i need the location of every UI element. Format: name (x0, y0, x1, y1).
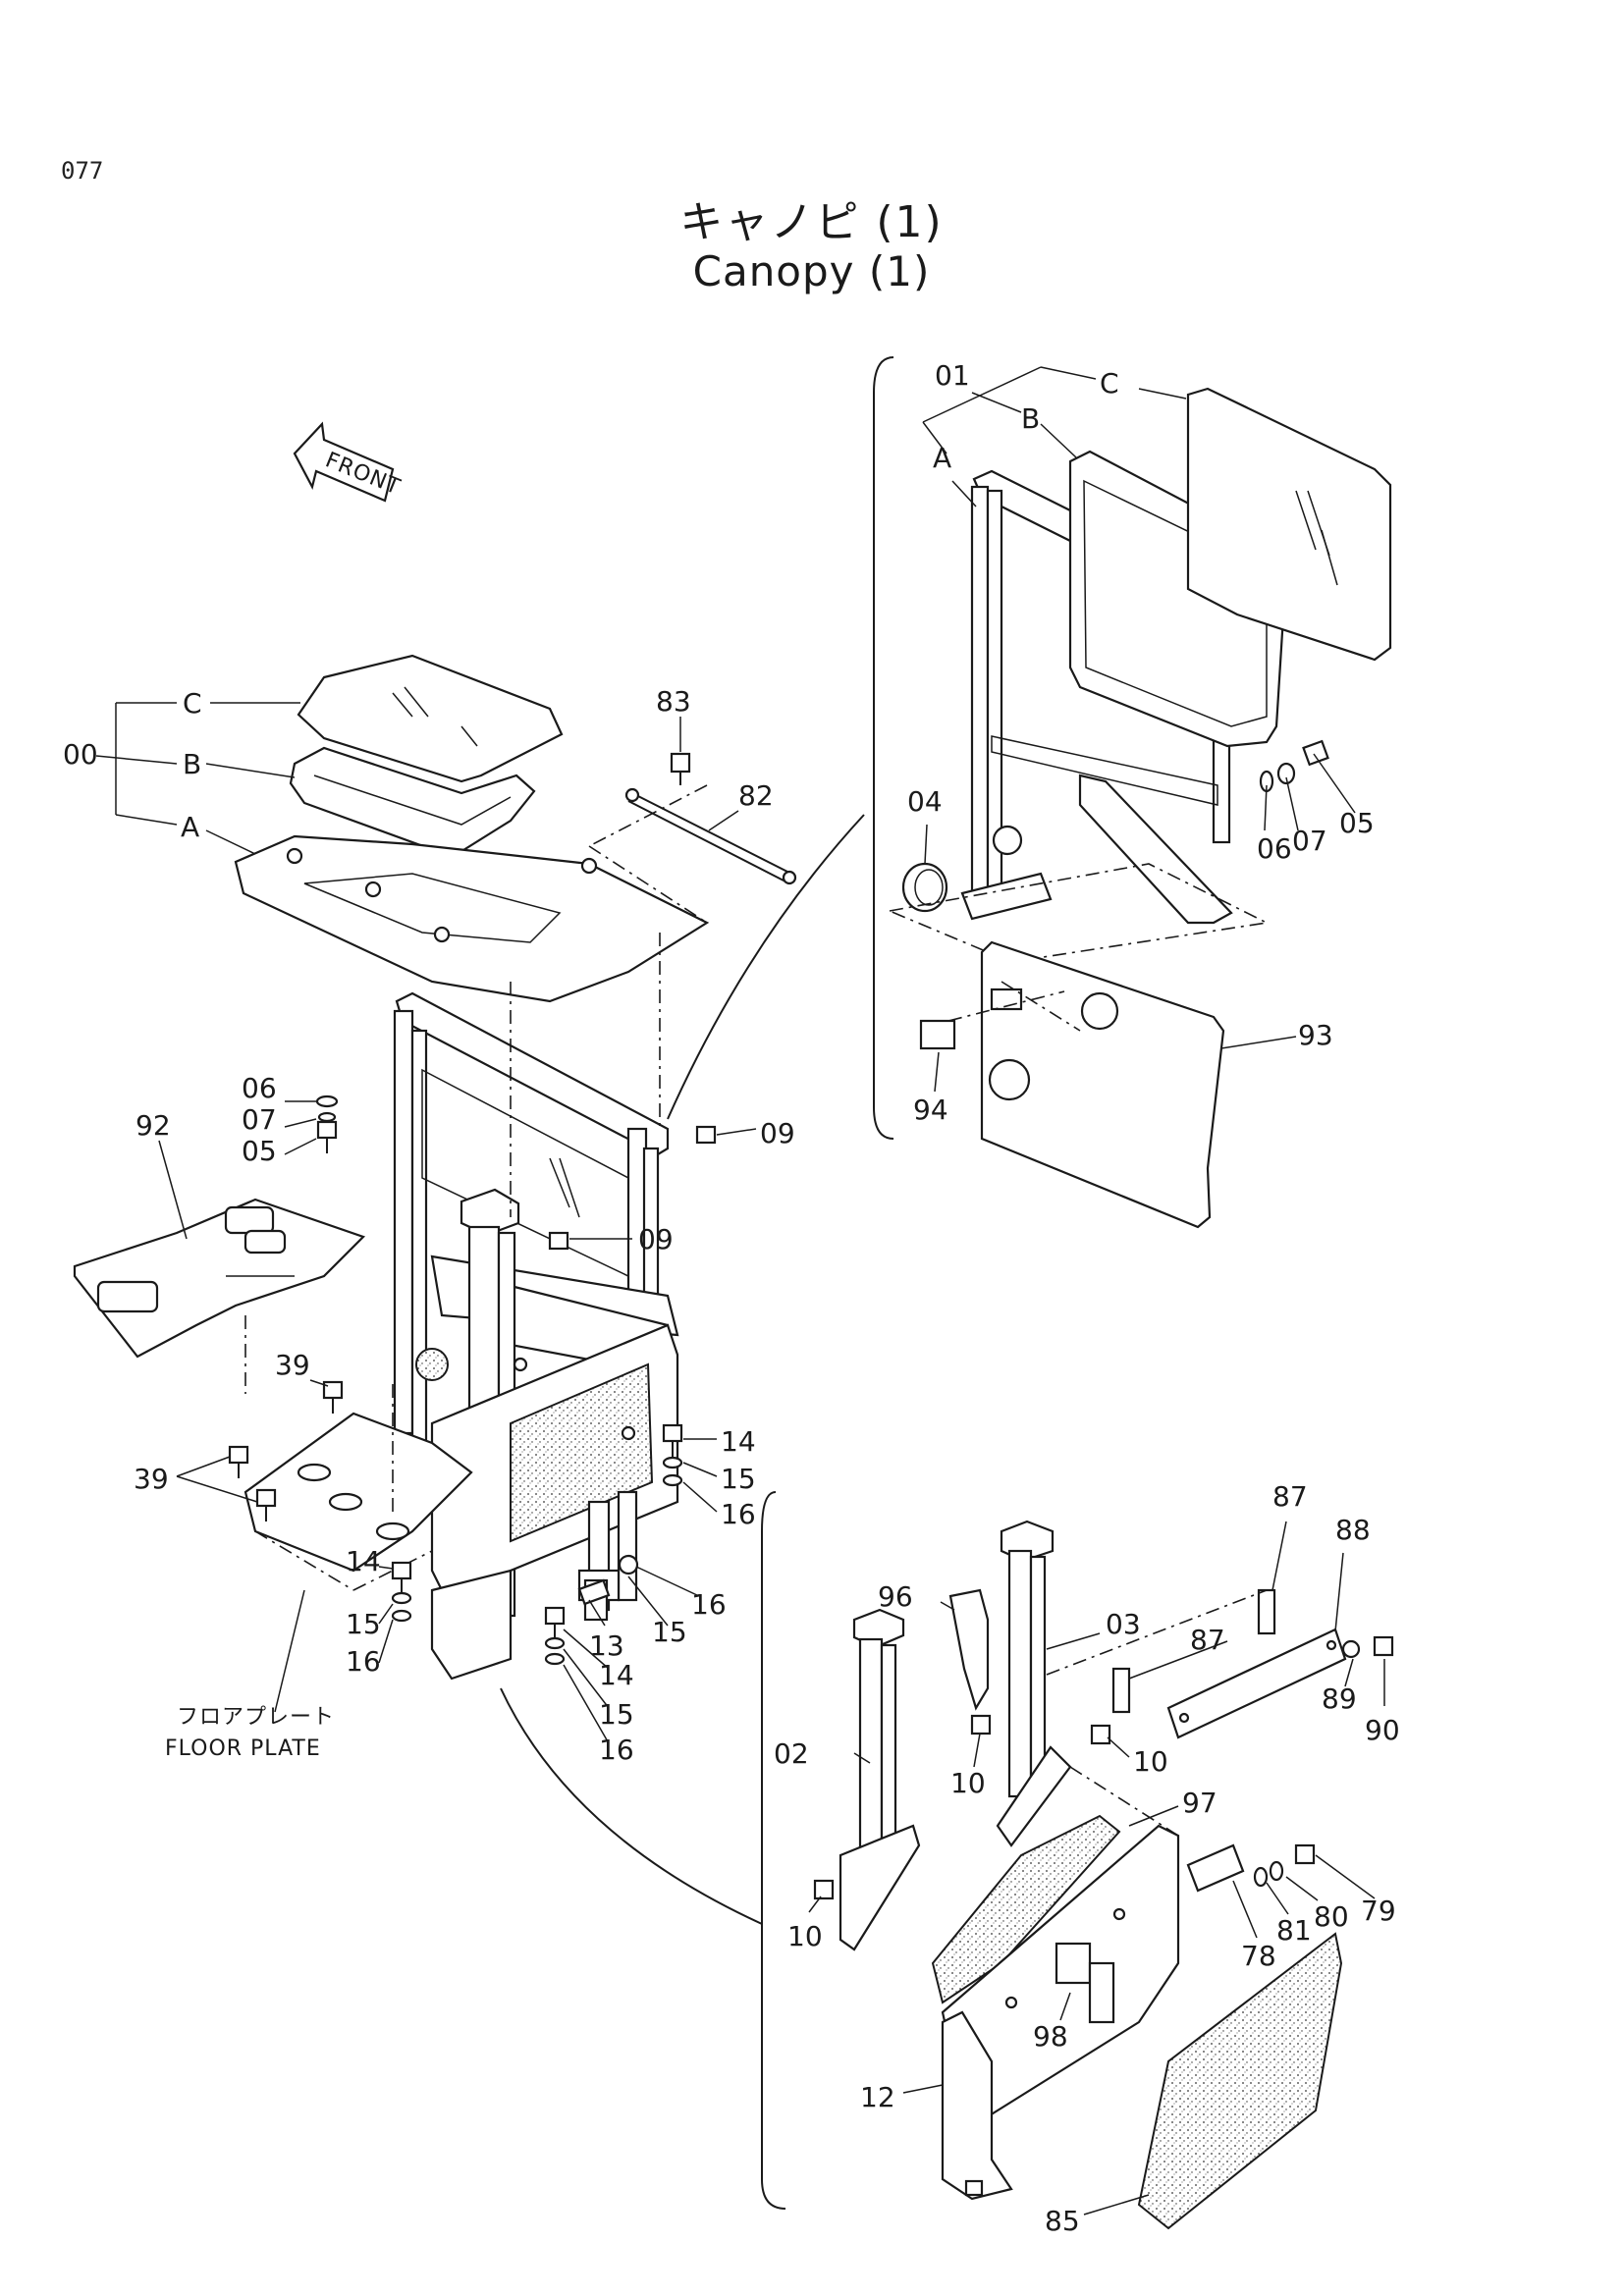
callout-81: 81 (1276, 1914, 1312, 1947)
callout-09-a: 09 (760, 1117, 795, 1149)
knob-icon (901, 862, 948, 913)
bracket-96 (948, 1588, 990, 1711)
page-number: 077 (61, 157, 104, 185)
panel-97 (931, 1814, 1180, 2122)
callout-02: 02 (774, 1737, 809, 1770)
callout-14-a: 14 (721, 1425, 756, 1458)
floor-mat (73, 1198, 366, 1359)
callout-16-a: 16 (721, 1498, 756, 1530)
floor-mat-85 (1137, 1932, 1343, 2230)
callout-98: 98 (1033, 2020, 1068, 2053)
front-arrow-icon: FRONT (293, 421, 404, 503)
roof-seal (289, 746, 536, 852)
callout-39-b: 39 (134, 1463, 169, 1495)
bracket-78 (1186, 1843, 1245, 1893)
callout-85: 85 (1045, 2205, 1080, 2237)
callout-04: 04 (907, 785, 943, 818)
callout-90: 90 (1365, 1714, 1400, 1746)
callout-93: 93 (1298, 1019, 1333, 1051)
floor-plate-label-jp: フロアプレート (177, 1705, 335, 1730)
callouts: C 00 B A 01 C B A 04 06 07 05 93 94 83 8… (63, 359, 1400, 2237)
floor-plate (243, 1412, 473, 1591)
callout-10-b: 10 (1133, 1745, 1168, 1778)
callout-13: 13 (589, 1629, 624, 1662)
detail-connector-top (667, 814, 865, 1120)
callout-83: 83 (656, 685, 691, 718)
callout-94: 94 (913, 1094, 948, 1126)
post-12 (941, 2010, 1013, 2201)
callout-03: 03 (1106, 1608, 1141, 1640)
door-glass (1186, 387, 1392, 662)
callout-82: 82 (738, 779, 774, 812)
callout-07: 07 (242, 1103, 277, 1136)
callout-14-b: 14 (346, 1545, 381, 1577)
callout-89: 89 (1322, 1682, 1357, 1715)
roof-frame (234, 834, 710, 1003)
callout-14-c: 14 (599, 1659, 634, 1691)
callout-06-detail: 06 (1257, 832, 1292, 865)
callout-16-b: 16 (346, 1645, 381, 1678)
callout-79: 79 (1361, 1895, 1396, 1927)
callout-87-a: 87 (1272, 1480, 1308, 1513)
leader-lines (95, 366, 1385, 2216)
callout-05: 05 (242, 1135, 277, 1167)
callout-16-c: 16 (691, 1588, 727, 1621)
detail-bracket-top (873, 356, 894, 1140)
callout-15-c: 15 (652, 1616, 687, 1648)
callout-96: 96 (878, 1580, 913, 1613)
callout-88: 88 (1335, 1514, 1371, 1546)
bolt-icon (670, 752, 691, 785)
callout-92: 92 (135, 1109, 171, 1142)
bracket-87 (1111, 1588, 1276, 1714)
title-japanese: キャノピ (1) (679, 197, 944, 247)
callout-00-b: B (183, 748, 201, 780)
callout-39-a: 39 (275, 1349, 310, 1381)
small-fasteners (813, 1635, 1394, 1900)
callout-01-a: A (933, 442, 951, 474)
callout-15-b: 15 (346, 1608, 381, 1640)
side-panel (430, 1323, 679, 1612)
door-bolt-icon (1259, 739, 1329, 793)
callout-16-d: 16 (599, 1734, 634, 1766)
stay-rod (624, 787, 797, 885)
callout-10-c: 10 (787, 1920, 823, 1952)
callout-15-d: 15 (599, 1698, 634, 1731)
callout-01-c: C (1100, 367, 1119, 400)
left-post (839, 1608, 921, 1951)
callout-00-c: C (183, 687, 202, 720)
callout-07-detail: 07 (1292, 825, 1327, 857)
callout-00-a: A (181, 811, 199, 843)
floor-plate-label-en: FLOOR PLATE (165, 1736, 321, 1761)
plate-88 (1166, 1628, 1347, 1739)
callout-05-detail: 05 (1339, 807, 1375, 839)
detail-bracket-bottom (761, 1491, 786, 2210)
callout-97: 97 (1182, 1787, 1217, 1819)
right-post (996, 1520, 1072, 1847)
washer-icon (315, 1095, 683, 1666)
callout-09-b: 09 (638, 1223, 674, 1255)
callout-78: 78 (1241, 1940, 1276, 1972)
callout-01: 01 (935, 359, 970, 392)
label-sticker (919, 1019, 956, 1050)
callout-01-b: B (1021, 402, 1040, 435)
door-panel (980, 940, 1225, 1229)
bolt-icon (228, 1120, 717, 1639)
callout-80: 80 (1314, 1900, 1349, 1933)
callout-12: 12 (860, 2081, 895, 2113)
callout-87-b: 87 (1190, 1624, 1225, 1656)
detail-connector-bottom (500, 1687, 763, 1925)
callout-00: 00 (63, 738, 98, 771)
callout-15-a: 15 (721, 1463, 756, 1495)
callout-06: 06 (242, 1072, 277, 1104)
callout-10-a: 10 (950, 1767, 986, 1799)
roof-glass (297, 654, 564, 783)
title-english: Canopy (1) (692, 247, 931, 295)
